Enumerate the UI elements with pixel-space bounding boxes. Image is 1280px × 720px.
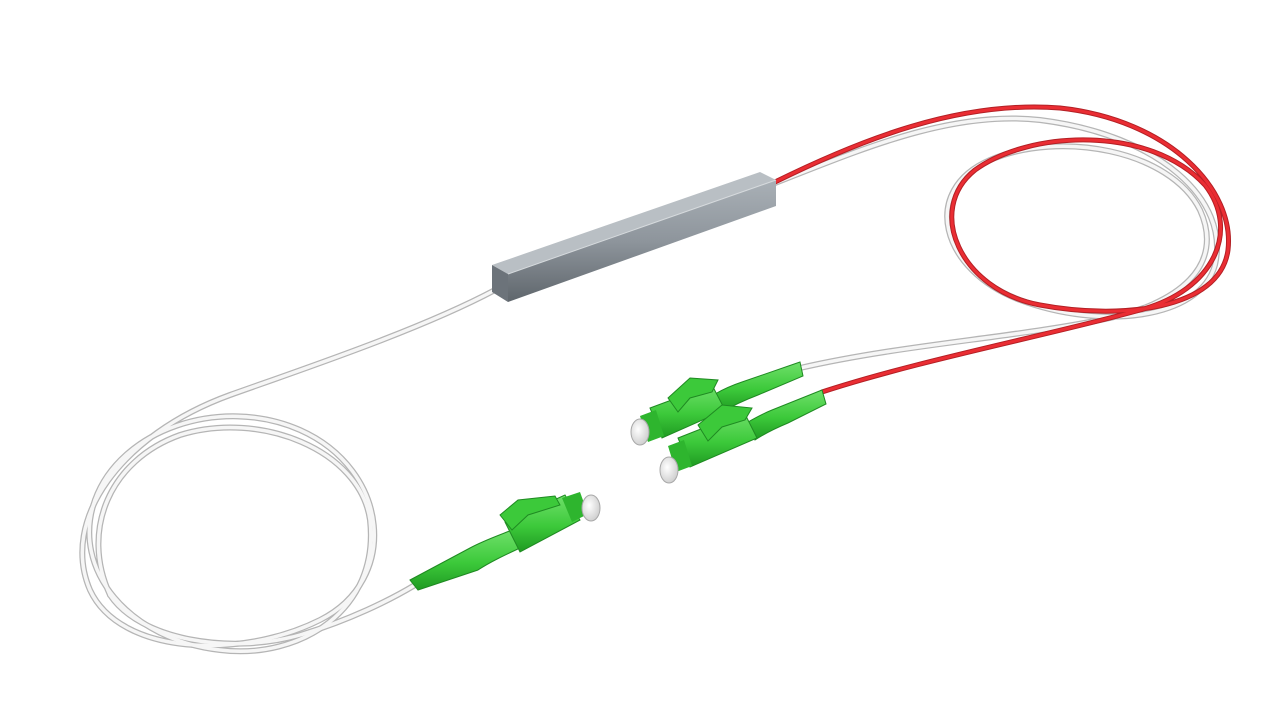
splitter-housing xyxy=(492,172,777,302)
input-lc-connector xyxy=(409,492,601,591)
output-lc-connector-2 xyxy=(659,389,827,484)
output-fiber-coil-red xyxy=(772,104,1231,395)
input-fiber-coil xyxy=(79,287,498,655)
